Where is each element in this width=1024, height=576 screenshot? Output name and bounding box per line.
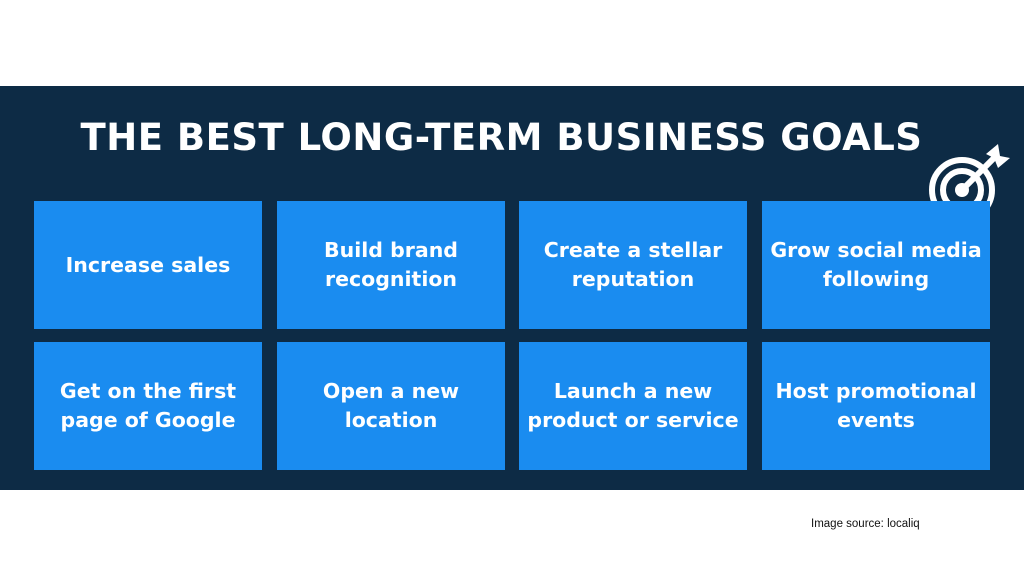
goal-card: Launch a new product or service — [519, 342, 747, 470]
goal-card: Increase sales — [34, 201, 262, 329]
banner-title: THE BEST LONG-TERM BUSINESS GOALS — [80, 116, 923, 159]
goal-card: Host promotional events — [762, 342, 990, 470]
goal-card: Get on the first page of Google — [34, 342, 262, 470]
image-source-credit: Image source: localiq — [811, 518, 920, 530]
goal-card: Grow social media following — [762, 201, 990, 329]
goal-card: Open a new location — [277, 342, 505, 470]
goal-card: Build brand recognition — [277, 201, 505, 329]
goals-banner: THE BEST LONG-TERM BUSINESS GOALS Increa… — [0, 86, 1024, 490]
goal-card: Create a stellar reputation — [519, 201, 747, 329]
